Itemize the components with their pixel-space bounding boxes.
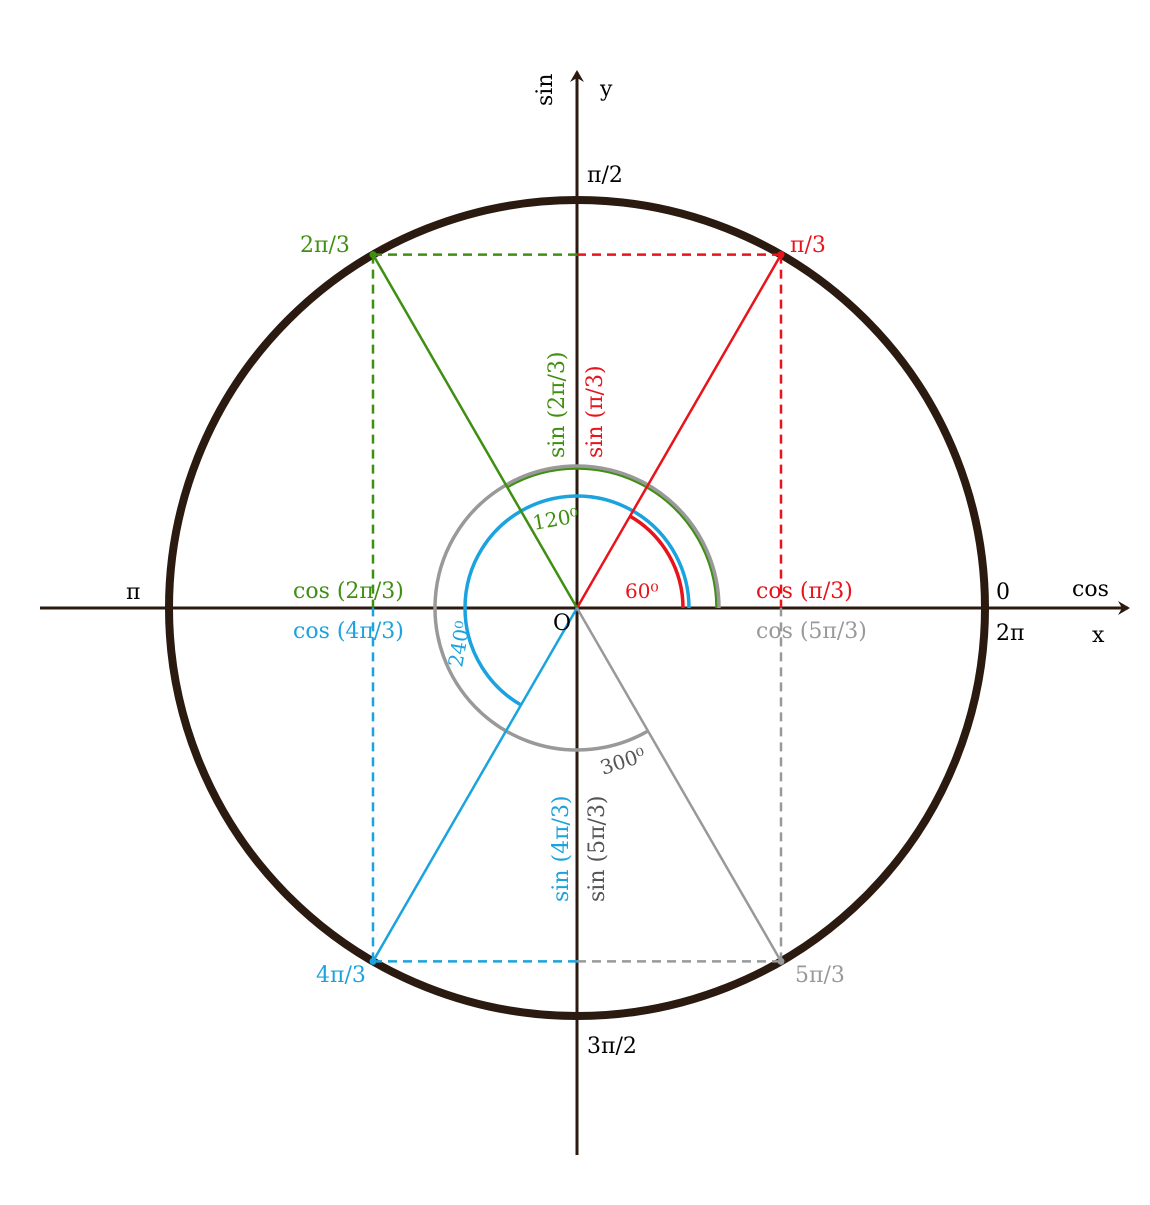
point-p120 <box>369 251 377 259</box>
point-p240 <box>369 957 377 965</box>
y-axis-letter: y <box>599 77 613 102</box>
sin-label-4pi-3: sin (4π/3) <box>549 795 574 902</box>
sin-label-5pi-3: sin (5π/3) <box>585 795 610 902</box>
angle-arc-p300 <box>433 464 721 752</box>
projection-dashes <box>371 253 783 963</box>
angle-label-240: 240⁰ <box>443 619 475 669</box>
angle-pi-label: π <box>126 580 140 605</box>
angle-zero-label: 0 <box>996 580 1010 605</box>
sin-axis-label: sin <box>533 74 558 107</box>
angle-pi-half-label: π/2 <box>587 163 623 188</box>
angle-two-pi-label: 2π <box>996 621 1024 646</box>
radius-p120 <box>371 254 579 609</box>
cos-axis-label: cos <box>1072 577 1109 602</box>
sin-label-2pi-3: sin (2π/3) <box>545 351 570 458</box>
angle-label-120: 120⁰ <box>531 503 581 535</box>
radius-p300 <box>575 607 783 962</box>
cos-label-4pi-3: cos (4π/3) <box>293 619 404 644</box>
radius-p60 <box>575 254 783 609</box>
x-axis-letter: x <box>1092 623 1105 648</box>
point-p300 <box>777 957 785 965</box>
point-label-4pi-3: 4π/3 <box>316 963 366 988</box>
point-label-2pi-3: 2π/3 <box>300 233 350 258</box>
point-label-pi-3: π/3 <box>790 233 826 258</box>
cos-label-2pi-3: cos (2π/3) <box>293 579 404 604</box>
radius-p240 <box>371 607 579 962</box>
angle-three-pi-half-label: 3π/2 <box>587 1034 637 1059</box>
angle-label-60: 60⁰ <box>625 579 658 603</box>
cos-label-5pi-3: cos (5π/3) <box>756 619 867 644</box>
cos-label-pi-3: cos (π/3) <box>756 579 853 604</box>
origin-label: O <box>553 611 571 636</box>
unit-circle <box>165 196 989 1020</box>
sin-label-pi-3: sin (π/3) <box>583 365 608 458</box>
point-p60 <box>777 251 785 259</box>
radius-lines <box>369 251 785 965</box>
angle-arc-p60 <box>629 514 685 609</box>
point-label-5pi-3: 5π/3 <box>795 963 845 988</box>
